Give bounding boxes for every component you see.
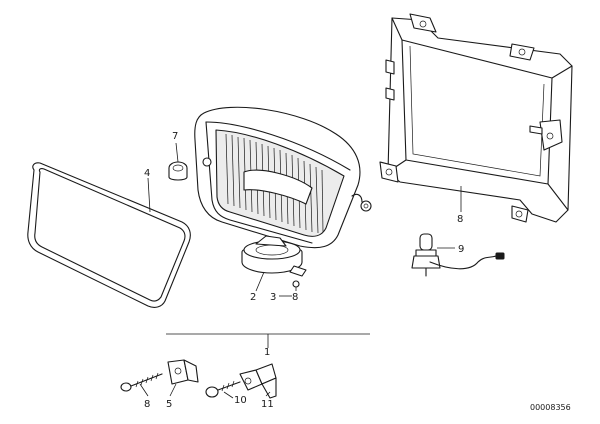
callout-5: 5 [166,399,172,410]
callout-8-screw: 8 [144,399,150,410]
callout-7: 7 [172,131,178,142]
reference-code: 00008356 [530,403,571,412]
callout-2: 2 [250,292,256,303]
callout-9: 9 [458,244,464,255]
seal-ring-part [27,162,191,308]
cap-part [168,161,188,181]
bulb-wire-part [411,233,505,277]
callout-11: 11 [261,399,274,410]
callout-10: 10 [234,395,247,406]
leader-lines [139,142,462,399]
callout-8-socket: 8 [292,292,298,303]
clip-bracket-part [239,363,277,399]
socket-screw-part [292,280,300,288]
fog-lamp-housing-part [194,106,372,249]
socket-cover-part [241,235,307,277]
callout-3: 3 [270,292,276,303]
long-screw-part [120,372,163,392]
mounting-frame-part [379,13,573,223]
callout-4: 4 [144,168,150,179]
callout-8-frame: 8 [457,214,463,225]
short-screw-part [205,380,241,398]
callout-1: 1 [264,347,270,358]
clip-nut-part [167,359,199,385]
